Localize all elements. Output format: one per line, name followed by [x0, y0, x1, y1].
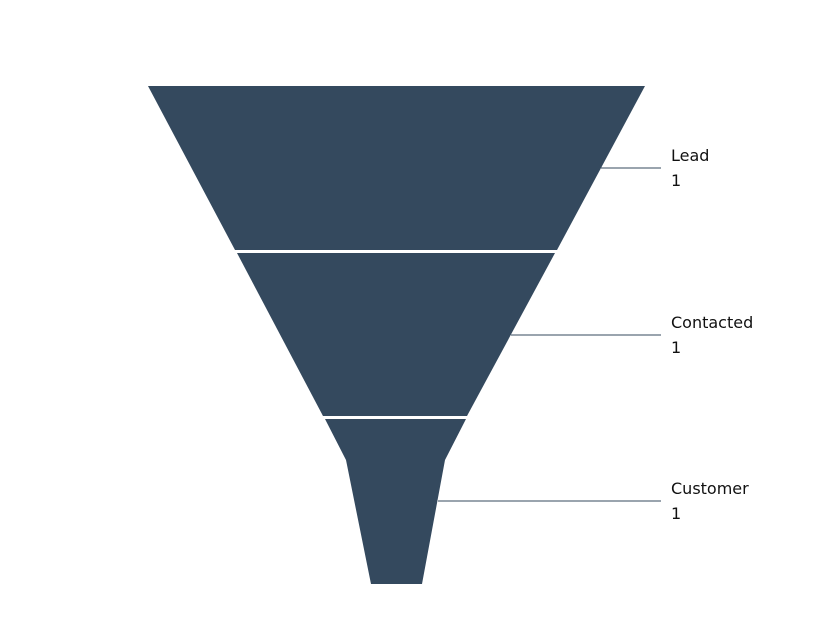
connector-lines — [438, 167, 661, 502]
funnel-labels: Lead 1 Contacted 1 Customer 1 — [671, 146, 753, 523]
stage-label-lead: Lead — [671, 146, 709, 165]
funnel-segment-lead[interactable] — [148, 86, 645, 250]
stage-value-lead: 1 — [671, 171, 681, 190]
stage-label-contacted: Contacted — [671, 313, 753, 332]
stage-label-customer: Customer — [671, 479, 749, 498]
funnel-segments — [148, 86, 645, 584]
funnel-segment-customer[interactable] — [325, 419, 466, 584]
funnel-segment-contacted[interactable] — [237, 253, 555, 416]
stage-value-contacted: 1 — [671, 338, 681, 357]
stage-value-customer: 1 — [671, 504, 681, 523]
